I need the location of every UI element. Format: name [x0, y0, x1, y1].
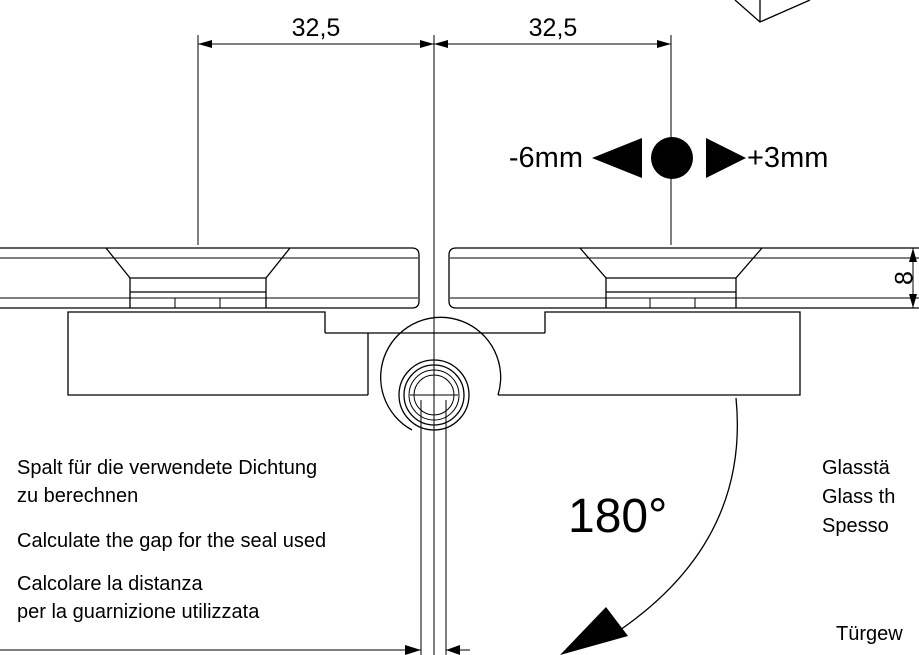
rotation-arc: 180°	[560, 397, 738, 655]
adjust-minus-label: -6mm	[509, 142, 583, 174]
arrow-left-triangle-icon	[592, 138, 642, 178]
top-dimension: 32,5 32,5	[197, 14, 672, 245]
gap-dimension	[0, 645, 470, 655]
left-countersink	[105, 247, 291, 308]
dimension-right-label: 32,5	[529, 14, 578, 42]
adjustment-indicator: -6mm +3mm	[509, 137, 828, 179]
angle-label: 180°	[568, 490, 667, 543]
rotation-arrowhead-icon	[560, 607, 628, 655]
thickness-dimension: 8	[862, 247, 919, 309]
arrow-right-triangle-icon	[706, 138, 746, 178]
note-de-line2: zu berechnen	[17, 485, 138, 507]
note-en: Calculate the gap for the seal used	[17, 530, 326, 552]
note-glass-en: Glass th	[822, 486, 895, 508]
note-door-de: Türgew	[836, 623, 903, 645]
corner-box-fragment	[734, 0, 811, 23]
arrow-right-inner	[434, 40, 448, 48]
gap-note: Spalt für die verwendete Dichtung zu ber…	[17, 457, 326, 623]
note-de-line1: Spalt für die verwendete Dichtung	[17, 457, 317, 479]
arrow-left-outer	[198, 40, 212, 48]
adjust-plus-label: +3mm	[747, 142, 828, 174]
right-countersink	[579, 247, 763, 308]
adjust-point-icon	[651, 137, 693, 179]
arrow-left-inner	[420, 40, 434, 48]
arrow-right-outer	[657, 40, 671, 48]
thickness-label: 8	[891, 271, 919, 285]
right-notes: Glasstä Glass th Spesso Türgew	[822, 457, 903, 645]
note-glass-it: Spesso	[822, 515, 889, 537]
note-it-line1: Calcolare la distanza	[17, 573, 204, 595]
left-glass-panel	[0, 247, 420, 309]
note-glass-de: Glasstä	[822, 457, 891, 479]
right-glass-panel	[448, 247, 919, 309]
dimension-left-label: 32,5	[292, 14, 341, 42]
hinge-body	[67, 311, 801, 431]
note-it-line2: per la guarnizione utilizzata	[17, 601, 260, 623]
